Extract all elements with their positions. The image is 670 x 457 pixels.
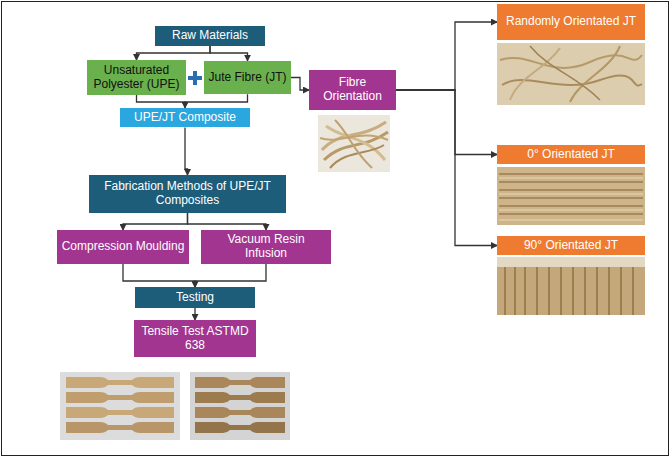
plus-symbol [188,71,202,85]
dogbone-specimen [195,377,285,388]
plus-bar [188,76,202,80]
box-label: Unsaturated Polyester (UPE) [91,64,182,92]
dogbone-specimen [66,392,174,403]
fibre-lines [499,178,643,220]
dogbone-specimen [66,422,174,433]
photo-ground [497,43,645,105]
photo-ground [190,372,290,440]
box-label: Testing [176,291,214,305]
dogbone-specimen [195,407,285,418]
box-label: UPE/JT Composite [134,111,236,125]
flow-arrow [396,22,497,90]
flow-arrow [188,213,267,230]
fibre-strand [330,145,384,168]
photo-ground [60,372,180,440]
fibre-strand [510,48,560,100]
fibre-strand [570,46,620,102]
process-box: Fabrication Methods of UPE/JT Composites [89,175,286,213]
process-box: Fibre Orientation [309,70,396,110]
flow-arrow [123,264,195,287]
box-label: Jute Fibre (JT) [208,71,286,85]
random-jute-photo [497,43,645,105]
photo-ground [497,257,645,315]
box-label: Compression Moulding [62,240,185,254]
process-box: Compression Moulding [57,230,189,264]
tensile-specimens-photo [60,372,290,440]
process-box: Jute Fibre (JT) [204,61,291,95]
process-box: UPE/JT Composite [120,108,250,128]
box-label: Fabrication Methods of UPE/JT Composites [93,180,282,208]
dogbone-specimen [195,422,285,433]
box-label: Randomly Orientated JT [506,15,636,29]
box-label: Fibre Orientation [313,76,392,104]
zero-degree-jute-photo [497,167,645,225]
jute-bundle-photo [318,115,390,172]
fibre-strand [500,55,642,68]
box-label: Raw Materials [172,29,248,43]
fibre-strand [530,46,600,100]
photo-ground [318,115,390,172]
ninety-degree-jute-photo [497,257,645,315]
process-box: Tensile Test ASTMD 638 [134,320,256,357]
dogbone-specimen [66,377,174,388]
flow-arrow [195,264,266,287]
photo-ground [497,167,645,225]
process-box: Testing [135,287,255,308]
flow-arrow [291,78,309,91]
photo-band [497,257,645,267]
flow-arrow [137,95,186,108]
box-label: 0° Orientated JT [527,148,615,162]
process-box: 90° Orientated JT [497,236,645,256]
flow-arrow [194,308,195,320]
dogbone-specimen [66,407,174,418]
fibre-strand [326,126,385,160]
flow-arrow [123,213,188,230]
flow-arrow [210,46,248,61]
dogbone-specimen [195,392,285,403]
flow-arrow [137,46,211,60]
fibre-lines [505,267,633,315]
flow-arrow [396,90,497,154]
flow-arrow [396,90,497,245]
process-box: Raw Materials [155,26,265,46]
box-label: Tensile Test ASTMD 638 [138,325,252,353]
fibre-strand [335,120,372,168]
box-label: 90° Orientated JT [524,239,618,253]
flow-arrow [185,127,188,175]
process-box: Vacuum Resin Infusion [201,230,331,264]
process-box: 0° Orientated JT [497,145,645,165]
process-box: Randomly Orientated JT [497,4,645,40]
flow-arrow [185,94,248,107]
fibre-strand [320,136,388,140]
process-box: Unsaturated Polyester (UPE) [87,60,186,95]
box-label: Vacuum Resin Infusion [205,233,327,261]
